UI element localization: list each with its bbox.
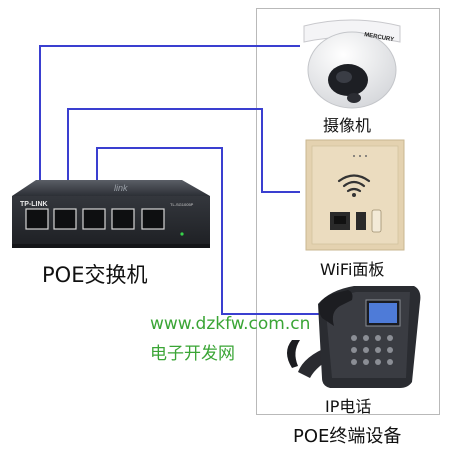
switch-brand-text: TP-LINK <box>20 201 48 208</box>
switch-brand-right: link <box>114 183 128 193</box>
power-led <box>180 232 184 236</box>
cable-phone <box>96 147 320 315</box>
switch-label: POE交换机 <box>42 263 148 287</box>
dome-camera: MERCURY <box>303 19 401 109</box>
switch-port <box>141 208 165 230</box>
phone-screen <box>369 303 397 323</box>
wifi-panel-label: WiFi面板 <box>320 260 385 279</box>
switch-port <box>53 208 77 230</box>
camera-label: 摄像机 <box>323 116 372 135</box>
device-group-label: POE终端设备 <box>293 426 402 447</box>
usb-port <box>356 212 366 230</box>
panel-switch <box>371 209 382 233</box>
cable-wifi <box>67 108 300 210</box>
watermark-url: www.dzkfw.com.cn <box>150 314 311 334</box>
ip-phone <box>287 286 421 388</box>
switch-port <box>25 208 49 230</box>
camera-brand: MERCURY <box>364 32 395 43</box>
wifi-panel <box>305 139 405 251</box>
switch-ports <box>25 208 165 230</box>
cable-camera <box>39 45 300 206</box>
wifi-icon <box>337 174 371 193</box>
switch-model-text: TL-SG1005P <box>170 202 194 207</box>
ip-phone-label: IP电话 <box>325 397 372 416</box>
watermark-name: 电子开发网 <box>150 344 235 364</box>
switch-port <box>111 208 135 230</box>
device-group-frame <box>256 8 440 415</box>
switch-port <box>82 208 106 230</box>
poe-switch: TP-LINK link TL-SG1005P <box>12 180 210 248</box>
